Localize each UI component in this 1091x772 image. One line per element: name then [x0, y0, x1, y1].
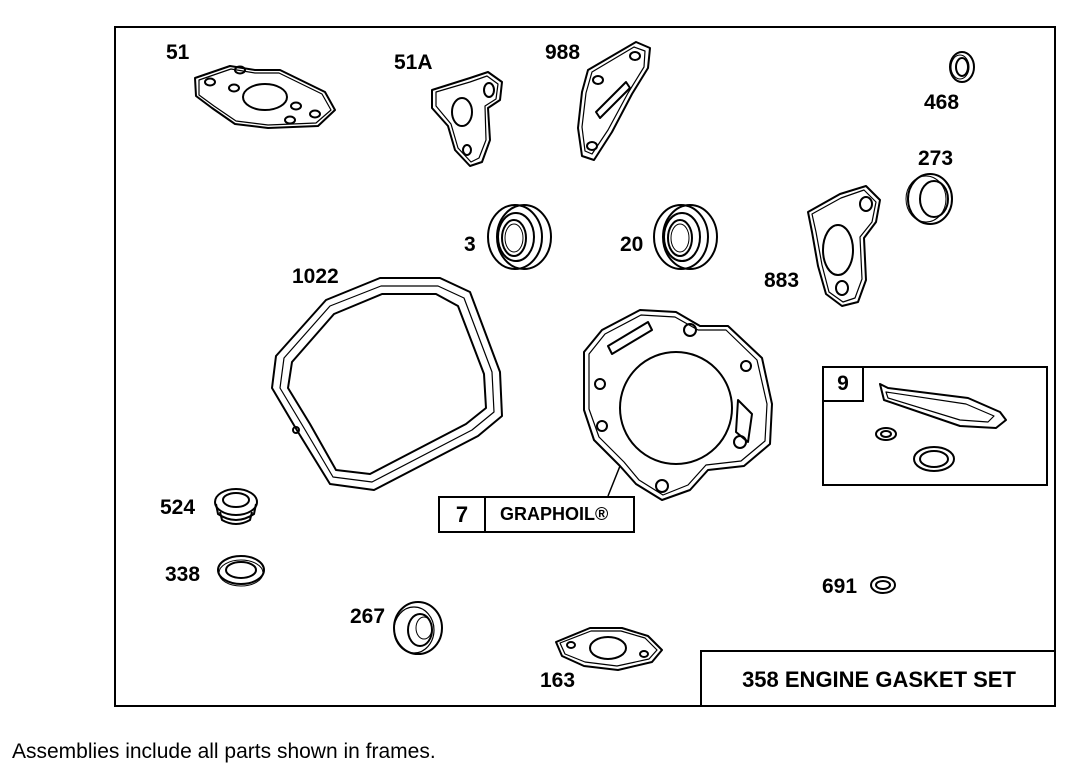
footnote: Assemblies include all parts shown in fr… [12, 740, 436, 763]
label-691: 691 [822, 575, 858, 598]
label-163: 163 [540, 669, 576, 692]
frame-9-number: 9 [824, 368, 864, 402]
gasket-1022 [271, 277, 503, 491]
callout-7-text: GRAPHOIL® [500, 504, 609, 524]
label-1022: 1022 [292, 265, 339, 288]
label-468: 468 [924, 91, 960, 114]
ring-338 [217, 555, 265, 587]
ring-273 [905, 173, 953, 225]
gasket-163 [555, 627, 663, 671]
gasket-988 [577, 41, 651, 161]
label-338: 338 [165, 563, 201, 586]
label-3: 3 [464, 233, 476, 256]
label-51: 51 [166, 41, 190, 64]
label-883: 883 [764, 269, 800, 292]
seal-3 [487, 204, 552, 270]
diagram-frame [114, 26, 1056, 707]
label-267: 267 [350, 605, 386, 628]
frame-9-parts [875, 383, 1007, 472]
diagram-title: 358 ENGINE GASKET SET [700, 650, 1056, 707]
label-51a: 51A [394, 51, 433, 74]
gasket-51 [194, 65, 336, 129]
label-524: 524 [160, 496, 196, 519]
callout-7-number: 7 [440, 498, 486, 531]
head-gasket-7 [583, 309, 773, 501]
seal-267 [393, 601, 443, 655]
assembly-frame-9: 9 [822, 366, 1048, 486]
plug-524 [214, 488, 258, 525]
ring-468 [949, 51, 975, 83]
callout-7: 7 GRAPHOIL® [438, 496, 635, 533]
seal-20 [653, 204, 718, 270]
gasket-51a [431, 71, 503, 167]
washer-691 [870, 576, 896, 594]
gasket-883 [807, 185, 881, 307]
label-988: 988 [545, 41, 581, 64]
label-273: 273 [918, 147, 954, 170]
label-20: 20 [620, 233, 644, 256]
